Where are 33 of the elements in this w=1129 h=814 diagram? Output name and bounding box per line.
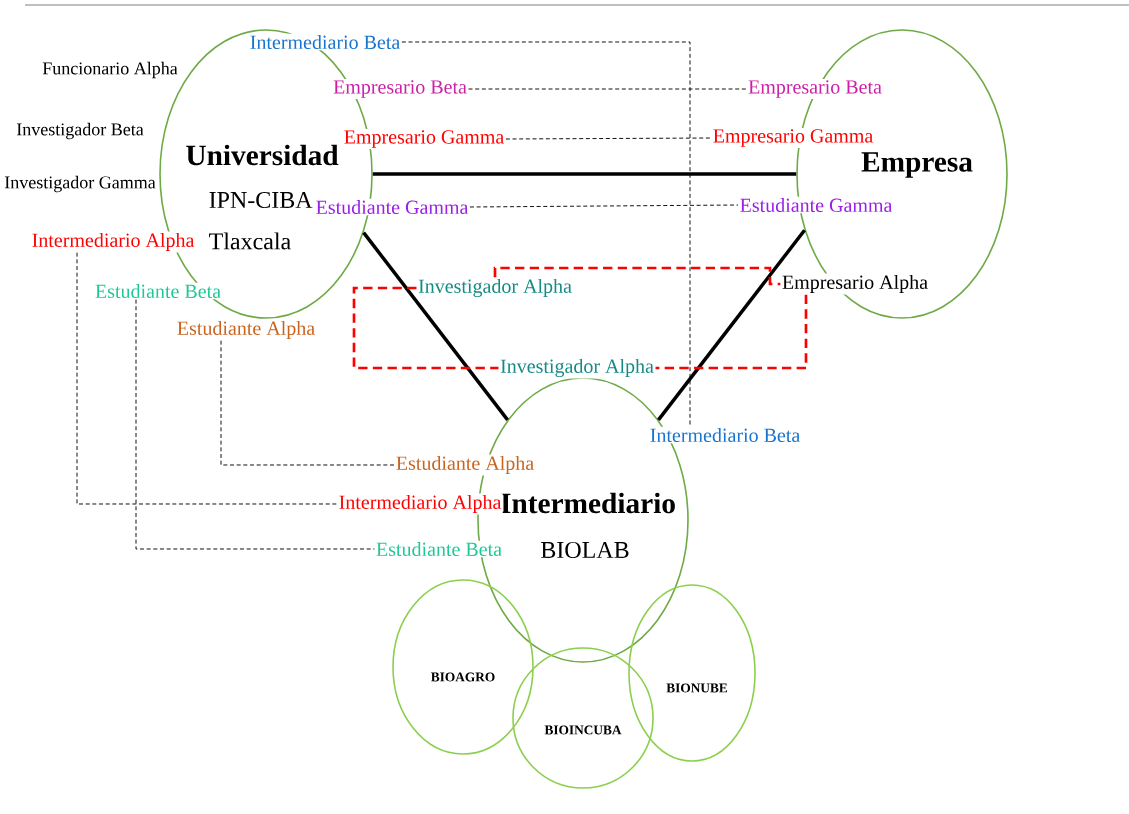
role-label: Empresario Alpha [780, 273, 930, 295]
link-line [372, 172, 797, 176]
connector-line [493, 266, 781, 286]
role-label: Empresario Gamma [711, 127, 875, 149]
connector-line [468, 88, 747, 90]
connector-line [352, 286, 499, 370]
role-label: Empresario Beta [746, 78, 884, 100]
connector-line [135, 299, 375, 550]
role-label: Intermediario Beta [648, 426, 802, 444]
role-label: Estudiante Alpha [175, 319, 317, 341]
role-label: Empresario Beta [331, 78, 469, 100]
role-label: Estudiante Gamma [314, 198, 470, 216]
role-label: Empresario Gamma [342, 128, 506, 150]
role-label: Investigador Beta [16, 122, 144, 140]
role-label: Investigador Alpha [416, 277, 574, 299]
role-label: Intermediario Alpha [337, 493, 503, 515]
role-label: Intermediario Beta [248, 33, 402, 51]
connector-line [220, 340, 395, 466]
connector-line [469, 204, 739, 208]
role-label: Intermediario Alpha [30, 231, 196, 253]
role-label: Investigador Alpha [498, 357, 656, 379]
role-label: Estudiante Beta [93, 282, 223, 300]
link-line [362, 231, 509, 421]
connector-line [505, 137, 712, 140]
connector-line [401, 41, 691, 427]
role-label: Funcionario Alpha [42, 61, 178, 79]
role-label: Estudiante Gamma [738, 196, 894, 214]
role-label: Estudiante Beta [374, 540, 504, 558]
role-label: Investigador Gamma [4, 175, 156, 193]
link-line [657, 229, 806, 421]
connector-line [76, 252, 338, 505]
role-label: Estudiante Alpha [394, 454, 536, 476]
connector-line [655, 294, 808, 370]
